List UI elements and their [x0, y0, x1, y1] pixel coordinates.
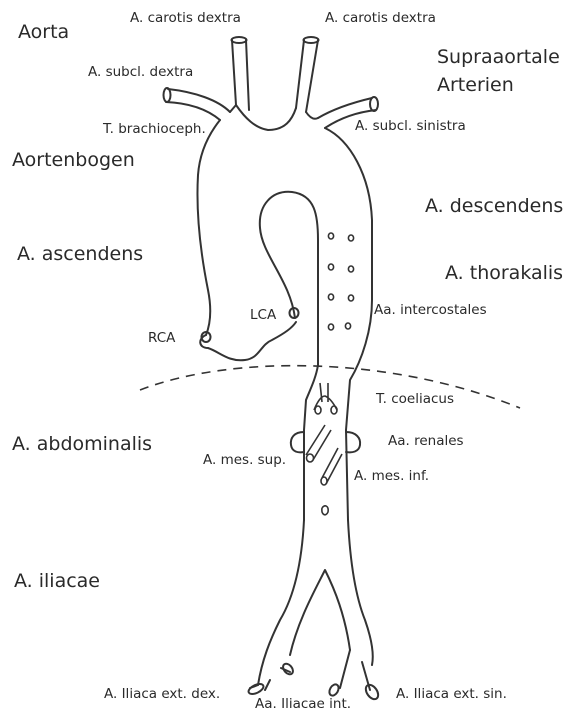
label-subcl-sinistra: A. subcl. sinistra [355, 120, 466, 134]
label-rca: RCA [148, 332, 175, 346]
carotis-dextra-left-vessel [232, 40, 249, 110]
aortic-arch-connector-right [306, 112, 318, 119]
iliaca-ext-sin-vessel [340, 650, 370, 690]
region-ascendens: A. ascendens [17, 245, 143, 264]
subcl-dextra-vessel [166, 89, 230, 120]
descending-aorta-left-wall [304, 365, 318, 520]
iliaca-ext-dex-opening [247, 682, 265, 696]
aortic-arch-inner [260, 192, 318, 365]
iliac-right-outer [348, 520, 373, 665]
iliaca-int-dex-opening [281, 662, 295, 676]
aortic-root [200, 322, 296, 360]
diaphragm-line [140, 366, 520, 408]
region-iliacae: A. iliacae [14, 572, 100, 591]
label-iliaca-ext-dex: A. Iliaca ext. dex. [104, 688, 220, 702]
region-aorta: Aorta [18, 23, 69, 42]
subcl-dextra-opening [164, 88, 171, 102]
label-lca: LCA [250, 309, 276, 323]
label-renales: Aa. renales [388, 435, 464, 449]
region-arterien: Arterien [437, 76, 514, 95]
iliac-crotch [290, 570, 350, 655]
label-mes-inf: A. mes. inf. [354, 470, 429, 484]
renal-right-bulb [346, 432, 360, 452]
label-carotis-dextra-right: A. carotis dextra [325, 12, 436, 26]
region-thorakalis: A. thorakalis [445, 264, 563, 283]
region-descendens: A. descendens [425, 197, 563, 216]
iliaca-ext-sin-opening [363, 683, 380, 702]
carotis-dextra-right-vessel [296, 40, 318, 112]
mes-sup-ostium [307, 454, 314, 462]
aortic-arch-top [236, 105, 296, 130]
intercostal-ostia [328, 233, 353, 330]
label-mes-sup: A. mes. sup. [203, 454, 286, 468]
label-iliacae-int: Aa. Iliacae int. [255, 698, 351, 712]
subcl-sinistra-opening [370, 97, 378, 111]
carotis-dextra-right-opening [304, 37, 319, 43]
coeliacus-ostium-left [315, 406, 321, 414]
mes-inf-ostium [321, 477, 327, 485]
aortic-arch-connector-left [230, 105, 236, 112]
label-brachioceph: T. brachioceph. [103, 123, 206, 137]
iliac-left-outer [258, 520, 304, 685]
label-intercostales: Aa. intercostales [374, 304, 487, 318]
mes-inf-ostium-2 [322, 506, 328, 515]
region-abdominalis: A. abdominalis [12, 435, 152, 454]
aortic-arch-outer [197, 120, 220, 335]
renal-left-bulb [291, 432, 304, 452]
region-aortenbogen: Aortenbogen [12, 151, 135, 170]
label-iliaca-ext-sin: A. Iliaca ext. sin. [396, 688, 507, 702]
coeliacus-ostium-right [331, 406, 337, 414]
carotis-dextra-left-opening [232, 37, 247, 43]
label-carotis-dextra-left: A. carotis dextra [130, 12, 241, 26]
label-subcl-dextra: A. subcl. dextra [88, 66, 193, 80]
label-coeliacus: T. coeliacus [376, 393, 454, 407]
region-supraaortale: Supraaortale [437, 48, 560, 67]
mes-inf-vessel [322, 448, 342, 484]
